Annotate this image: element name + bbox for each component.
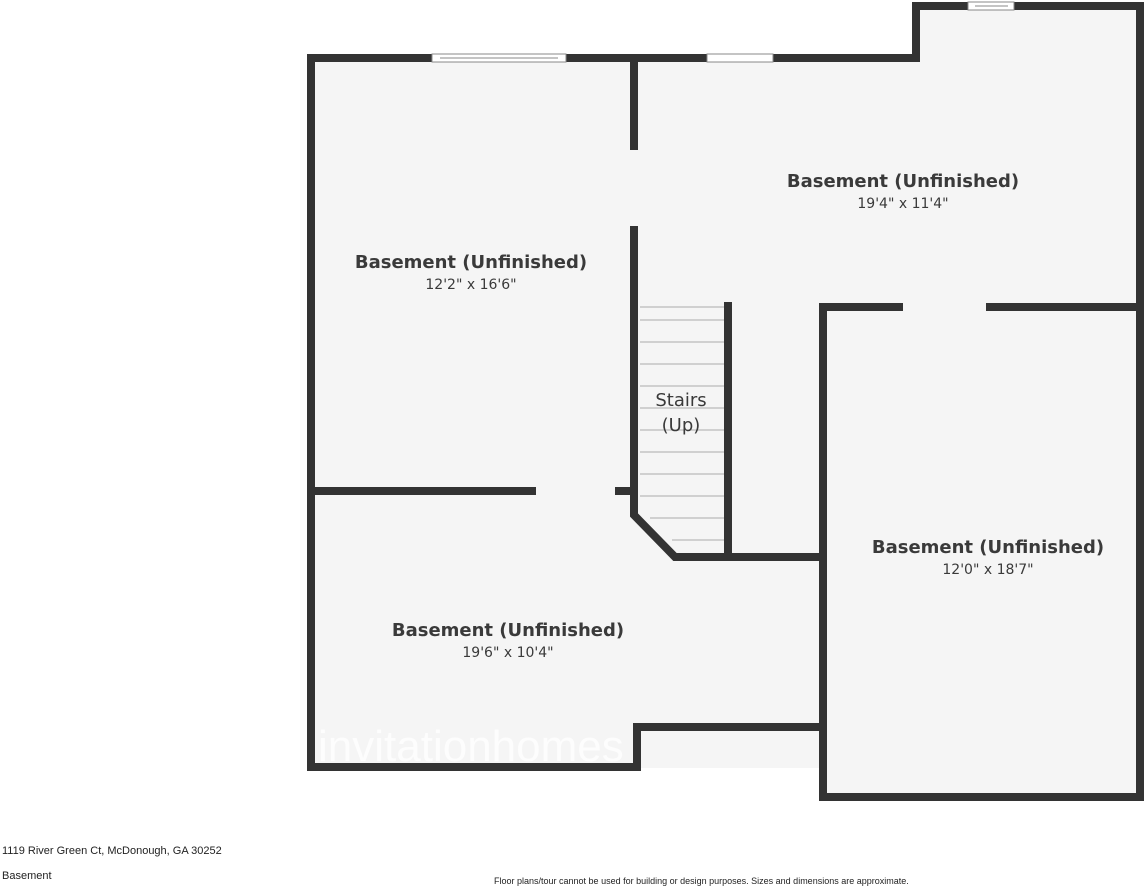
room-name: Stairs xyxy=(655,390,707,411)
room-name: Basement (Unfinished) xyxy=(786,171,1020,192)
room-dimensions: 19'4" x 11'4" xyxy=(857,196,949,212)
room-label-basement-1: Basement (Unfinished) 12'2" x 16'6" xyxy=(355,252,587,293)
room-label-basement-3: Basement (Unfinished) 12'0" x 18'7" xyxy=(872,537,1104,578)
stairs-direction: (Up) xyxy=(661,415,701,436)
room-dimensions: 12'2" x 16'6" xyxy=(425,277,517,293)
room-label-stairs: Stairs (Up) xyxy=(655,390,706,436)
stair-treads xyxy=(640,306,724,541)
room-label-basement-2: Basement (Unfinished) 19'4" x 11'4" xyxy=(787,171,1019,212)
room-dimensions: 12'0" x 18'7" xyxy=(942,562,1034,578)
room-name: Basement (Unfinished) xyxy=(354,252,588,273)
watermark-logo: invitationhomes xyxy=(318,722,624,771)
room-name: Basement (Unfinished) xyxy=(391,620,625,641)
address: 1119 River Green Ct, McDonough, GA 30252 xyxy=(2,845,222,857)
floor-fill xyxy=(311,6,1142,797)
room-label-basement-4: Basement (Unfinished) 19'6" x 10'4" xyxy=(392,620,624,661)
room-name: Basement (Unfinished) xyxy=(871,537,1105,558)
floor-name: Basement xyxy=(2,870,52,882)
room-dimensions: 19'6" x 10'4" xyxy=(462,645,554,661)
disclaimer: Floor plans/tour cannot be used for buil… xyxy=(494,876,909,886)
windows xyxy=(431,1,1015,63)
